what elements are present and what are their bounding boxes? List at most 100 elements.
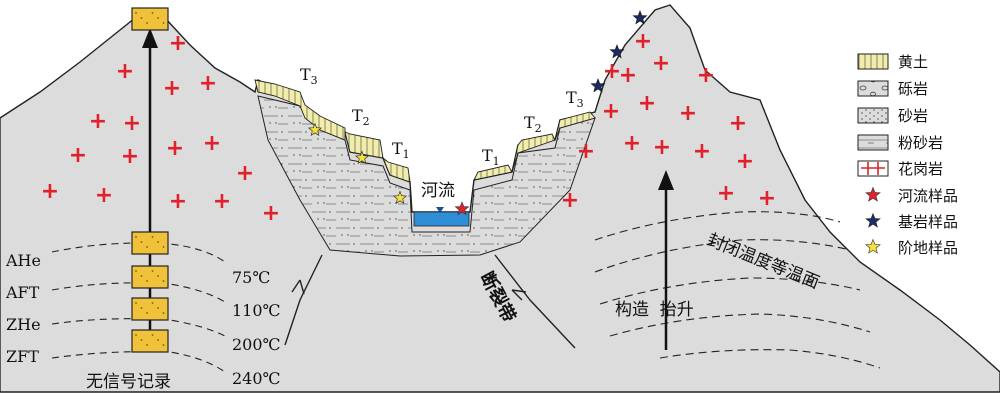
river-water [413,211,470,227]
sample-box-texture [135,236,137,238]
sample-box-texture [151,236,154,238]
terrace-sample-star-icon [392,190,408,205]
sample-box-texture [162,246,165,248]
granite-plus-icon: + [166,136,184,161]
granite-plus-icon: + [577,139,595,164]
legend-label: 黄土 [898,53,928,71]
closure-temperature: 75℃ [232,268,270,287]
granite-plus-icon: + [652,51,670,76]
sample-box-texture [157,241,159,243]
granite-plus-icon: + [679,101,697,126]
fault-arrow-right-icon [511,289,527,301]
granite-plus-icon: + [602,99,620,124]
sample-column-arrow-head-icon [142,28,158,48]
granite-plus-icon: + [736,149,754,174]
sample-box-texture [135,302,137,304]
granite-plus-icon: + [163,76,181,101]
loess-terrace-right-t3 [554,111,596,141]
granite-plus-icon: + [121,144,139,169]
loess-swatch [857,53,889,70]
legend-label: 阶地样品 [898,239,958,257]
sample-box-texture [135,12,137,14]
granite-swatch [857,160,889,177]
granite-plus-icon: + [123,111,141,136]
granite-plus-icon: + [561,188,579,213]
system-name-aft: AFT [5,283,40,302]
loess-terrace-left-t1 [381,156,411,183]
sample-box-texture [140,241,143,243]
legend-label: 基岩样品 [898,213,958,231]
sample-box [131,231,169,255]
sample-box-texture [146,312,148,314]
loess-terrace-left-t3 [254,79,346,141]
granite-plus-icon: + [603,59,621,84]
terrace-label-right-t3: T3 [566,88,584,110]
sample-box-texture [157,307,159,309]
loess-terrace-right-t1 [473,164,513,181]
fault-line-right [494,254,576,349]
system-name-zhe: ZHe [6,315,41,334]
sample-box-texture [157,17,159,19]
closure-temperature: 200℃ [232,335,280,354]
granite-plus-icon: + [169,189,187,214]
granite-plus-icon: + [95,183,113,208]
uplift-label: 构造 抬升 [615,300,694,320]
sample-box [131,265,169,289]
sample-box-texture [162,344,165,346]
granite-plus-icon: + [717,181,735,206]
sample-box-texture [157,339,159,341]
terrace-sample-star-icon [307,122,323,137]
sample-box-texture [135,334,137,336]
granite-plus-icon: + [89,109,107,134]
top-sample-box [131,7,169,31]
sample-box [131,297,169,321]
sample-box-texture [140,17,143,19]
granite-plus-icon: + [623,131,641,156]
legend-label: 砾岩 [898,80,928,98]
terrace-sample-star-icon [354,150,370,165]
closure-temperature: 110℃ [232,301,280,320]
sample-box-texture [151,334,154,336]
granite-plus-icon: + [262,201,280,226]
fault-line-left [284,254,323,346]
terrace-label-left-t1: T1 [392,139,410,161]
river-label: 河流 [421,181,455,201]
system-name-ahe: AHe [5,251,41,270]
loess-terrace-left-t2 [344,131,384,159]
granite-plus-icon: + [41,179,59,204]
sample-box [131,329,169,353]
sample-box-texture [157,275,159,277]
sample-box-texture [140,307,143,309]
siltstone-swatch [857,134,889,151]
bedrock-sample-star-icon [632,10,648,25]
loess-terrace-right-t2 [511,133,556,173]
sample-box-texture [146,22,148,24]
sample-box-texture [135,270,137,272]
granite-plus-icon: + [619,63,637,88]
terrace-label-right-t2: T2 [524,113,542,135]
legend-label: 河流样品 [898,187,958,205]
granite-plus-icon: + [693,139,711,164]
yellow-star-icon [865,238,881,254]
sample-box-texture [162,280,165,282]
sample-box-texture [146,280,148,282]
no-signal-label: 无信号记录 [86,372,171,392]
sample-box-texture [162,312,165,314]
granite-plus-icon: + [638,91,656,116]
granite-plus-icon: + [203,131,221,156]
sample-box-texture [146,344,148,346]
fault-arrow-left-icon [291,279,305,295]
sample-box-texture [162,22,165,24]
granite-plus-icon: + [697,63,715,88]
valley-sediment [257,95,596,257]
granite-plus-icon: + [116,59,134,84]
legend-label: 粉砂岩 [898,134,943,152]
river-sample-star-icon [454,201,470,216]
sample-box-texture [140,275,143,277]
granite-plus-icon: + [653,135,671,160]
bedrock-sample-star-icon [590,78,606,93]
sample-box-texture [151,302,154,304]
terrace-label-left-t3: T3 [300,65,318,87]
